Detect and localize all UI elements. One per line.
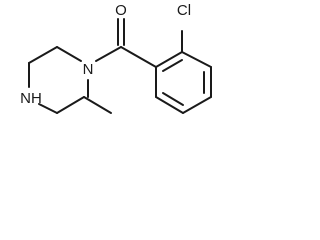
methyl-bond bbox=[83, 96, 112, 114]
carbonyl-to-amide-n-bond bbox=[95, 46, 122, 62]
ring-bond-2 bbox=[181, 51, 212, 68]
ring-bond-4 bbox=[182, 96, 212, 114]
ring-inner-double-bond-1 bbox=[162, 59, 183, 72]
carbonyl-to-ring-bond bbox=[120, 46, 157, 68]
piperazine-bond-4 bbox=[38, 103, 58, 114]
amide-nitrogen-label: N bbox=[83, 61, 94, 78]
piperazine-bond-2 bbox=[28, 46, 58, 64]
oxygen-atom-label: O bbox=[115, 2, 127, 19]
ring-bond-1 bbox=[155, 51, 183, 68]
ring-bond-5 bbox=[155, 96, 184, 114]
chlorine-atom-label: Cl bbox=[177, 2, 191, 19]
piperazine-bond-5 bbox=[56, 96, 85, 114]
chemical-structure-diagram: O Cl N NH bbox=[20, 2, 212, 114]
ring-inner-double-bond-3 bbox=[162, 92, 184, 106]
structure-canvas: O Cl N NH bbox=[0, 0, 230, 134]
piperazine-bond-1 bbox=[56, 46, 82, 62]
amine-nitrogen-label: NH bbox=[20, 90, 42, 107]
